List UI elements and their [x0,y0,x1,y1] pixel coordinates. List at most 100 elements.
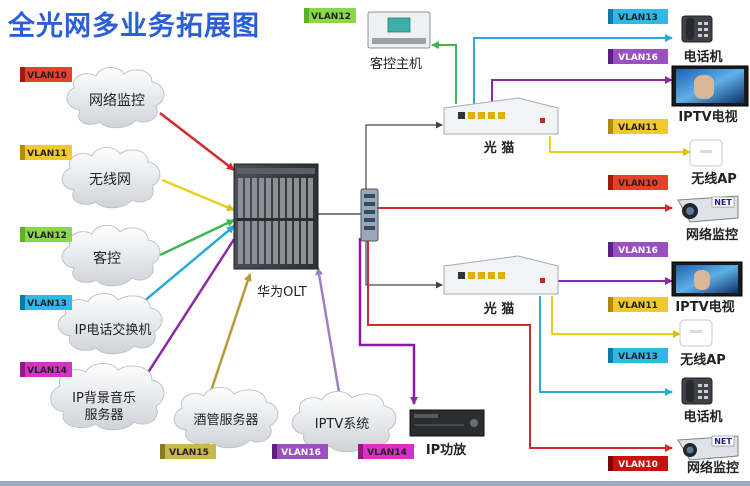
svg-text:VLAN16: VLAN16 [618,246,658,256]
vlan-tag-ap1-11: VLAN11 [608,119,668,134]
guest-host-label: 客控主机 [370,56,422,72]
svg-text:VLAN14: VLAN14 [27,366,67,376]
svg-text:VLAN11: VLAN11 [27,149,67,159]
iptv-tv-1: IPTV电视 [671,65,749,125]
cloud-guest-control-label: 客控 [93,250,121,267]
connections [123,34,691,452]
link-wifi-olt [161,178,235,212]
cloud-iptv: IPTV系统 [291,391,397,453]
ap-2-label: 无线AP [679,352,726,368]
vlan-tag-phone2-13: VLAN13 [608,348,668,363]
amp-label: IP功放 [426,442,467,458]
link-splitter-amp [358,238,418,405]
link-ip-music-olt [138,229,242,386]
vlan-tag-left-10: VLAN10 [20,67,72,82]
link-iptv-olt [315,267,342,399]
tv-1-label: IPTV电视 [678,109,737,125]
phone-2-label: 电话机 [683,409,722,425]
vlan-tag-ap2-11: VLAN11 [608,297,668,312]
cloud-ip-music-label-2: 服务器 [84,407,123,423]
vlan-tag-phone1-13: VLAN13 [608,9,668,24]
link-pms-olt [206,273,252,401]
cloud-net-monitor: 网络监控 [66,67,165,129]
svg-text:VLAN16: VLAN16 [281,448,321,458]
vlan-tag-left-14: VLAN14 [20,362,72,377]
svg-text:VLAN10: VLAN10 [27,71,67,81]
svg-text:VLAN13: VLAN13 [27,299,67,309]
svg-text:VLAN11: VLAN11 [618,301,658,311]
cam-1-label: 网络监控 [686,227,738,243]
vlan-tag-guest-host: VLAN12 [304,8,356,23]
page-title: 全光网多业务拓展图 [8,11,260,42]
phone-1: 电话机 [681,15,723,65]
link-ont1-guest-host [431,41,457,104]
ont-2-label: 光 猫 [483,301,515,317]
vlan-tags: VLAN12 VLAN10 VLAN11 VLAN12 VLAN13 VLAN1… [20,8,668,471]
wireless-ap-1: 无线AP [689,139,737,187]
link-ont1-phone1 [473,34,673,104]
svg-text:VLAN12: VLAN12 [27,231,67,241]
cloud-ip-music: IP背景音乐 服务器 [50,363,165,431]
cloud-ip-phone-label: IP电话交换机 [75,322,152,338]
vlan-tag-iptv-16: VLAN16 [272,444,328,459]
cloud-iptv-label: IPTV系统 [315,417,370,432]
vlan-tag-pms-15: VLAN15 [160,444,216,459]
link-ont1-ap1 [549,136,691,156]
link-splitter-ont2 [365,240,443,289]
ont-1-label: 光 猫 [483,140,515,156]
cloud-guest-control: 客控 [61,225,161,287]
vlan-tag-tv2-16: VLAN16 [608,242,668,257]
link-net-monitor-olt [159,112,235,171]
vlan-tag-cam2-10: VLAN10 [608,456,668,471]
link-ont2-ap2 [551,296,681,338]
olt-label: 华为OLT [257,285,307,300]
frame-bottom-border [0,481,750,486]
ont-1: 光 猫 [443,97,559,156]
cam-2-label: 网络监控 [687,460,739,476]
cam-1-net-badge: NET [714,198,732,207]
svg-text:VLAN13: VLAN13 [618,13,658,23]
vlan-tag-cam1-10: VLAN10 [608,175,668,190]
phone-2: 电话机 [681,377,723,425]
svg-text:VLAN14: VLAN14 [367,448,407,458]
svg-text:VLAN16: VLAN16 [618,53,658,63]
vlan-tag-left-11: VLAN11 [20,145,72,160]
vlan-tag-left-13: VLAN13 [20,295,72,310]
cloud-ip-music-label-1: IP背景音乐 [72,390,136,406]
net-camera-1: NET 网络监控 [677,195,739,243]
svg-text:VLAN11: VLAN11 [618,123,658,133]
iptv-tv-2: IPTV电视 [671,261,743,315]
svg-text:VLAN15: VLAN15 [169,448,209,458]
cloud-wifi: 无线网 [61,147,161,209]
guest-control-host: 客控主机 [367,11,431,72]
cloud-net-monitor-label: 网络监控 [89,93,145,109]
tv-2-label: IPTV电视 [675,299,734,315]
wireless-ap-2: 无线AP [679,319,726,368]
olt-device: 华为OLT [233,163,319,300]
ont-2: 光 猫 [443,255,559,317]
svg-text:VLAN13: VLAN13 [618,352,658,362]
link-ont1-tv1 [491,76,673,104]
cloud-pms: 酒管服务器 [173,387,279,449]
ip-amplifier: IP功放 [409,409,485,458]
link-ont2-phone2 [539,296,673,396]
optical-splitter [360,188,379,242]
ap-1-label: 无线AP [690,171,737,187]
phone-1-label: 电话机 [683,49,722,65]
svg-text:VLAN10: VLAN10 [618,179,658,189]
vlan-tag-left-12: VLAN12 [20,227,72,242]
net-camera-2: NET 网络监控 [677,435,739,476]
cloud-pms-label: 酒管服务器 [193,412,258,428]
link-splitter-cam2 [367,238,673,452]
vlan-tag-tv1-16: VLAN16 [608,49,668,64]
svg-text:VLAN10: VLAN10 [618,460,658,470]
link-guest-control-olt [159,218,235,257]
vlan-tag-amp-14: VLAN14 [358,444,414,459]
cam-2-net-badge: NET [714,437,732,446]
cloud-ip-phone: IP电话交换机 [57,293,163,355]
svg-text:VLAN12: VLAN12 [311,12,351,22]
link-splitter-ont1 [365,121,443,190]
cloud-wifi-label: 无线网 [89,172,131,188]
